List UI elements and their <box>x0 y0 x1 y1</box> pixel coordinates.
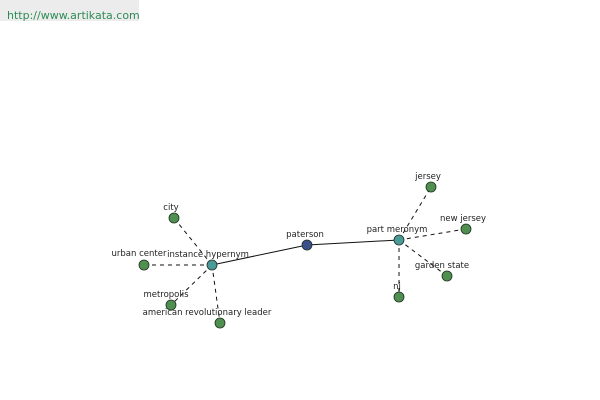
graph-labels: paterson instance hypernym part meronym cit… <box>112 172 486 318</box>
relation-node-part-meronym[interactable] <box>393 234 405 246</box>
leaf-node-city[interactable] <box>168 212 180 224</box>
edge-instance-hypernym-city <box>173 217 213 266</box>
edge-part-meronym-new-jersey <box>398 228 467 241</box>
graph-nodes <box>138 181 472 329</box>
leaf-label-garden-state[interactable]: garden state <box>415 261 469 271</box>
leaf-node-urban-center[interactable] <box>138 259 150 271</box>
leaf-node-new-jersey[interactable] <box>460 223 472 235</box>
url-banner: http://www.artikata.com <box>0 0 140 22</box>
leaf-label-urban-center[interactable]: urban center <box>112 249 167 259</box>
leaf-label-jersey[interactable]: jersey <box>414 172 441 182</box>
leaf-node-metropolis[interactable] <box>165 299 177 311</box>
edge-instance-hypernym-metropolis <box>170 264 213 306</box>
relation-label-part-meronym[interactable]: part meronym <box>367 225 428 235</box>
leaf-label-nj[interactable]: nj <box>393 282 401 292</box>
edge-instance-hypernym-american-revolutionary-leader <box>211 264 221 324</box>
center-label-paterson[interactable]: paterson <box>286 230 324 240</box>
leaf-node-garden-state[interactable] <box>441 270 453 282</box>
leaf-label-new-jersey[interactable]: new jersey <box>440 214 486 224</box>
site-url-link[interactable]: http://www.artikata.com <box>7 9 140 22</box>
leaf-node-nj[interactable] <box>393 291 405 303</box>
leaf-node-jersey[interactable] <box>425 181 437 193</box>
graph-edges <box>144 186 467 324</box>
leaf-label-american-revolutionary-leader[interactable]: american revolutionary leader <box>143 308 272 318</box>
center-node-paterson[interactable] <box>301 239 313 251</box>
edge-paterson-instance-hypernym <box>211 244 308 266</box>
edge-part-meronym-jersey <box>398 186 432 241</box>
relation-node-instance-hypernym[interactable] <box>206 259 218 271</box>
leaf-label-metropolis[interactable]: metropolis <box>143 290 189 300</box>
leaf-label-city[interactable]: city <box>163 203 178 213</box>
edge-part-meronym-garden-state <box>398 239 448 277</box>
edge-paterson-part-meronym <box>306 239 400 246</box>
leaf-node-american-revolutionary-leader[interactable] <box>214 317 226 329</box>
relation-label-instance-hypernym[interactable]: instance hypernym <box>167 250 249 260</box>
